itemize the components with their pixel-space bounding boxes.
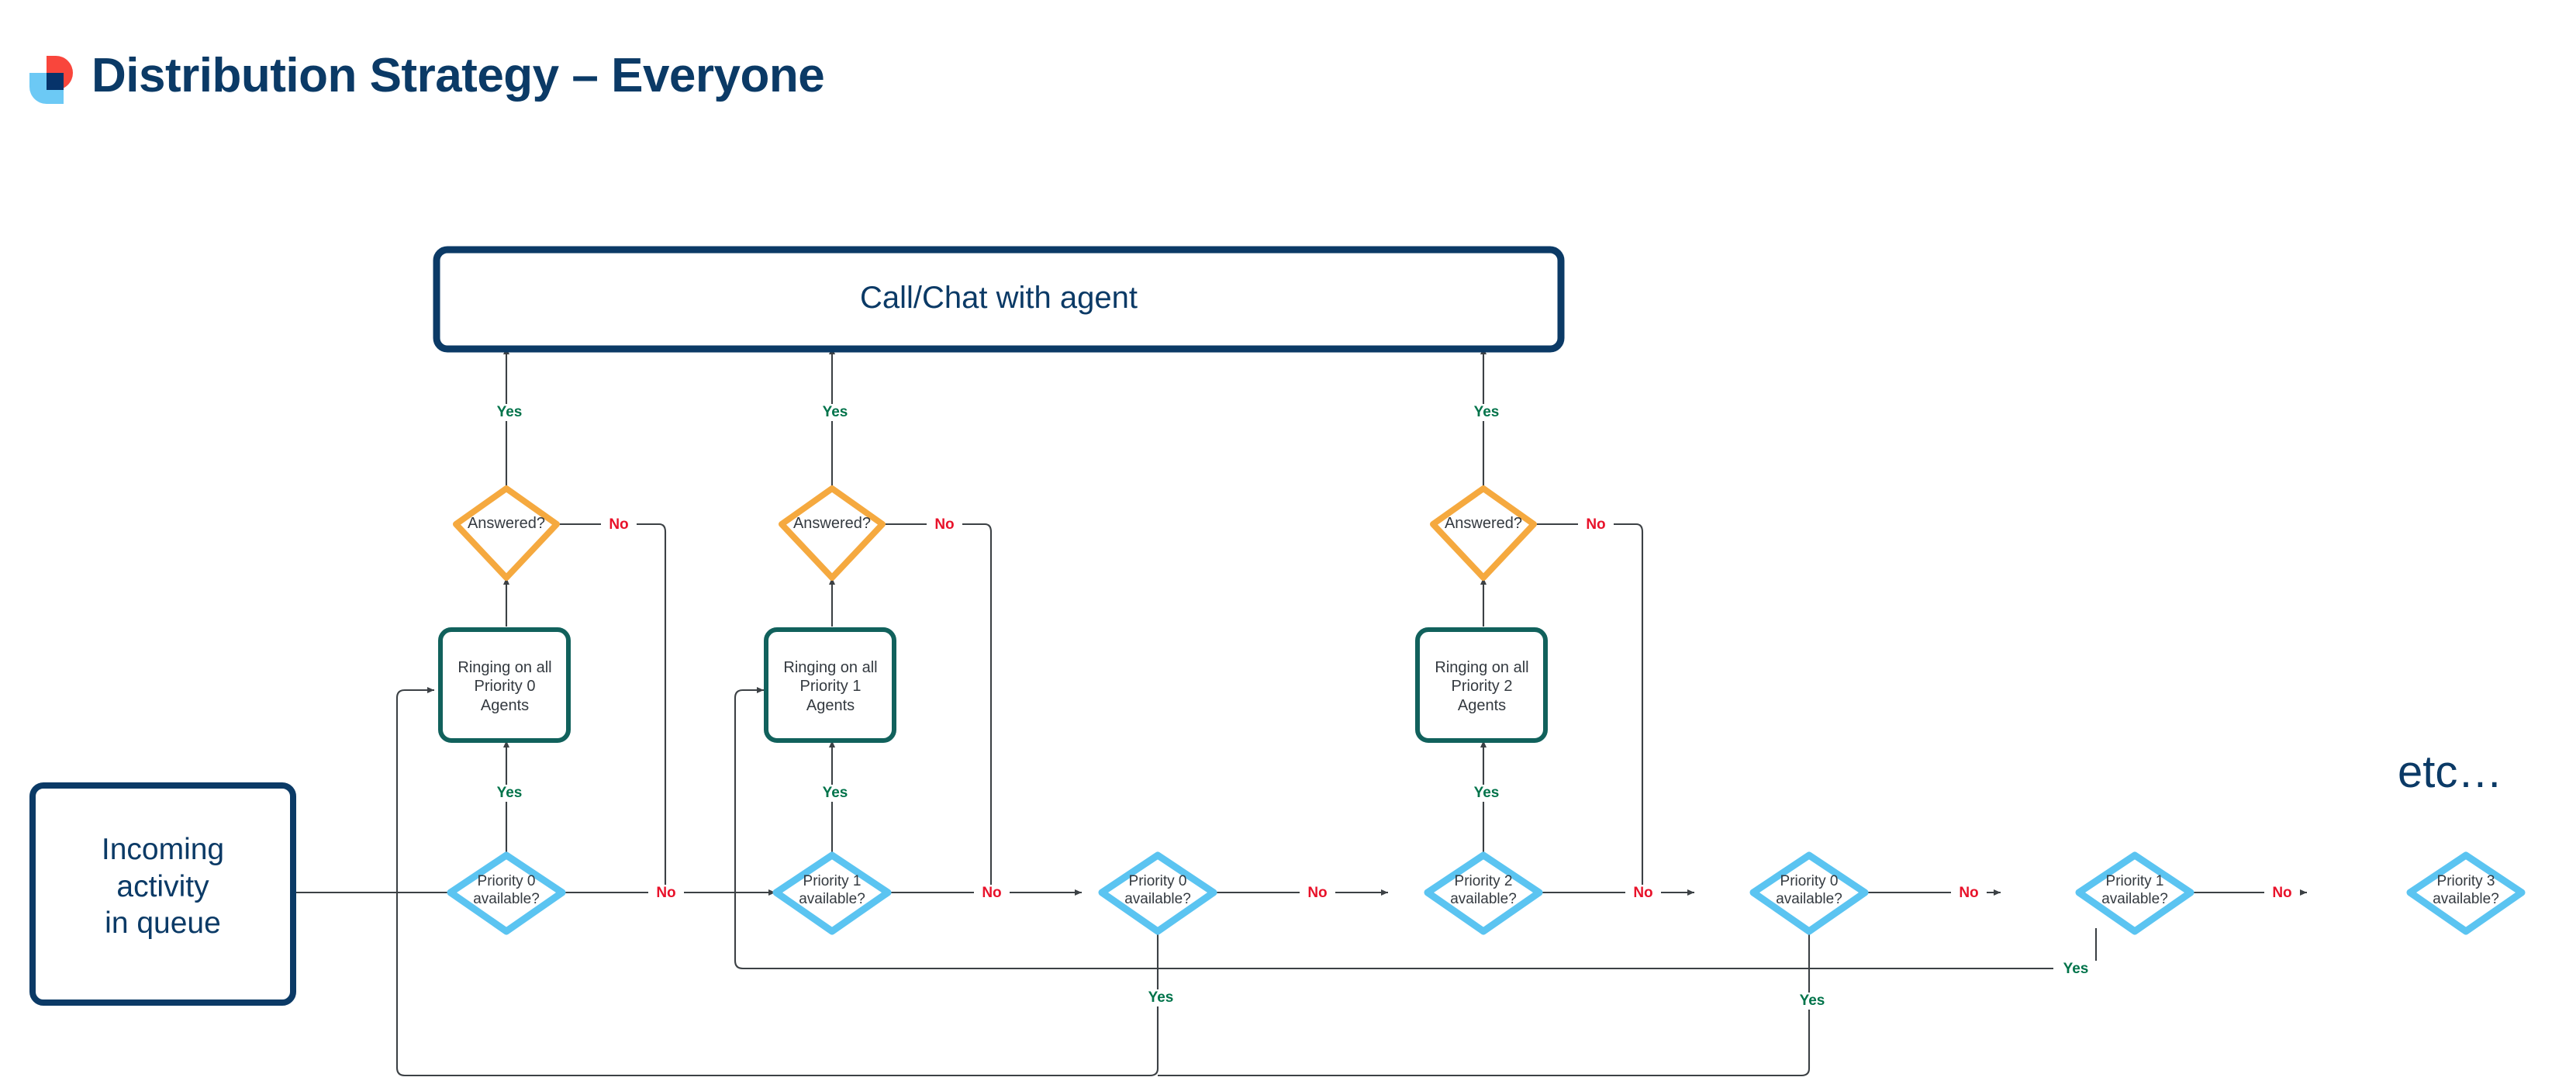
edge-ans0-no <box>557 523 667 892</box>
node-priority-1-available-1[interactable] <box>772 851 892 935</box>
edge-label-no-p1a: No <box>974 885 1010 902</box>
node-incoming-activity[interactable] <box>29 782 296 1006</box>
page-title: Distribution Strategy – Everyone <box>92 49 825 102</box>
node-priority-0-available-2[interactable] <box>1098 851 1217 935</box>
edge-label-yes-p1a: Yes <box>813 785 858 802</box>
node-priority-3-available-1[interactable] <box>2406 851 2526 935</box>
node-call-chat-with-agent[interactable] <box>433 246 1565 353</box>
edge-label-yes-answered-0: Yes <box>487 404 532 421</box>
node-priority-0-available-3[interactable] <box>1749 851 1869 935</box>
node-priority-1-available-2[interactable] <box>2075 851 2194 935</box>
edge-ans1-no <box>882 523 993 892</box>
node-ringing-priority-1[interactable] <box>764 627 896 743</box>
edge-label-no-answered-2: No <box>1578 516 1614 533</box>
edge-label-yes-p1b-loop: Yes <box>2053 961 2098 978</box>
edge-label-no-p0a: No <box>648 885 684 902</box>
node-priority-2-available-1[interactable] <box>1424 851 1543 935</box>
edge-label-no-answered-1: No <box>927 516 962 533</box>
edge-p0b-yes-loop <box>395 687 1159 1077</box>
page-header: Distribution Strategy – Everyone <box>0 0 2576 155</box>
node-priority-0-available-1[interactable] <box>447 851 566 935</box>
node-answered-0[interactable] <box>453 485 560 581</box>
connector-lines <box>293 347 2307 1077</box>
edge-label-no-p2a: No <box>1625 885 1661 902</box>
edge-label-yes-answered-2: Yes <box>1464 404 1509 421</box>
edge-label-no-p0c: No <box>1951 885 1987 902</box>
etc-text: etc… <box>2398 747 2503 797</box>
edge-p0c-yes-loop <box>1158 928 1811 1077</box>
edge-ans2-no <box>1534 523 1644 892</box>
node-answered-2[interactable] <box>1430 485 1537 581</box>
edge-label-yes-answered-1: Yes <box>813 404 858 421</box>
node-ringing-priority-0[interactable] <box>438 627 571 743</box>
edge-label-yes-p0c-loop: Yes <box>1790 993 1835 1010</box>
edge-label-yes-p0b-loop: Yes <box>1138 989 1183 1006</box>
edge-label-yes-p0a: Yes <box>487 785 532 802</box>
edge-label-no-answered-0: No <box>601 516 637 533</box>
edge-label-no-p1b: No <box>2264 885 2300 902</box>
edge-label-no-p0b: No <box>1300 885 1335 902</box>
node-ringing-priority-2[interactable] <box>1415 627 1548 743</box>
logo-navy-square <box>47 73 64 90</box>
edge-label-yes-p2a: Yes <box>1464 785 1509 802</box>
node-answered-1[interactable] <box>779 485 886 581</box>
brand-logo-icon <box>29 56 73 104</box>
